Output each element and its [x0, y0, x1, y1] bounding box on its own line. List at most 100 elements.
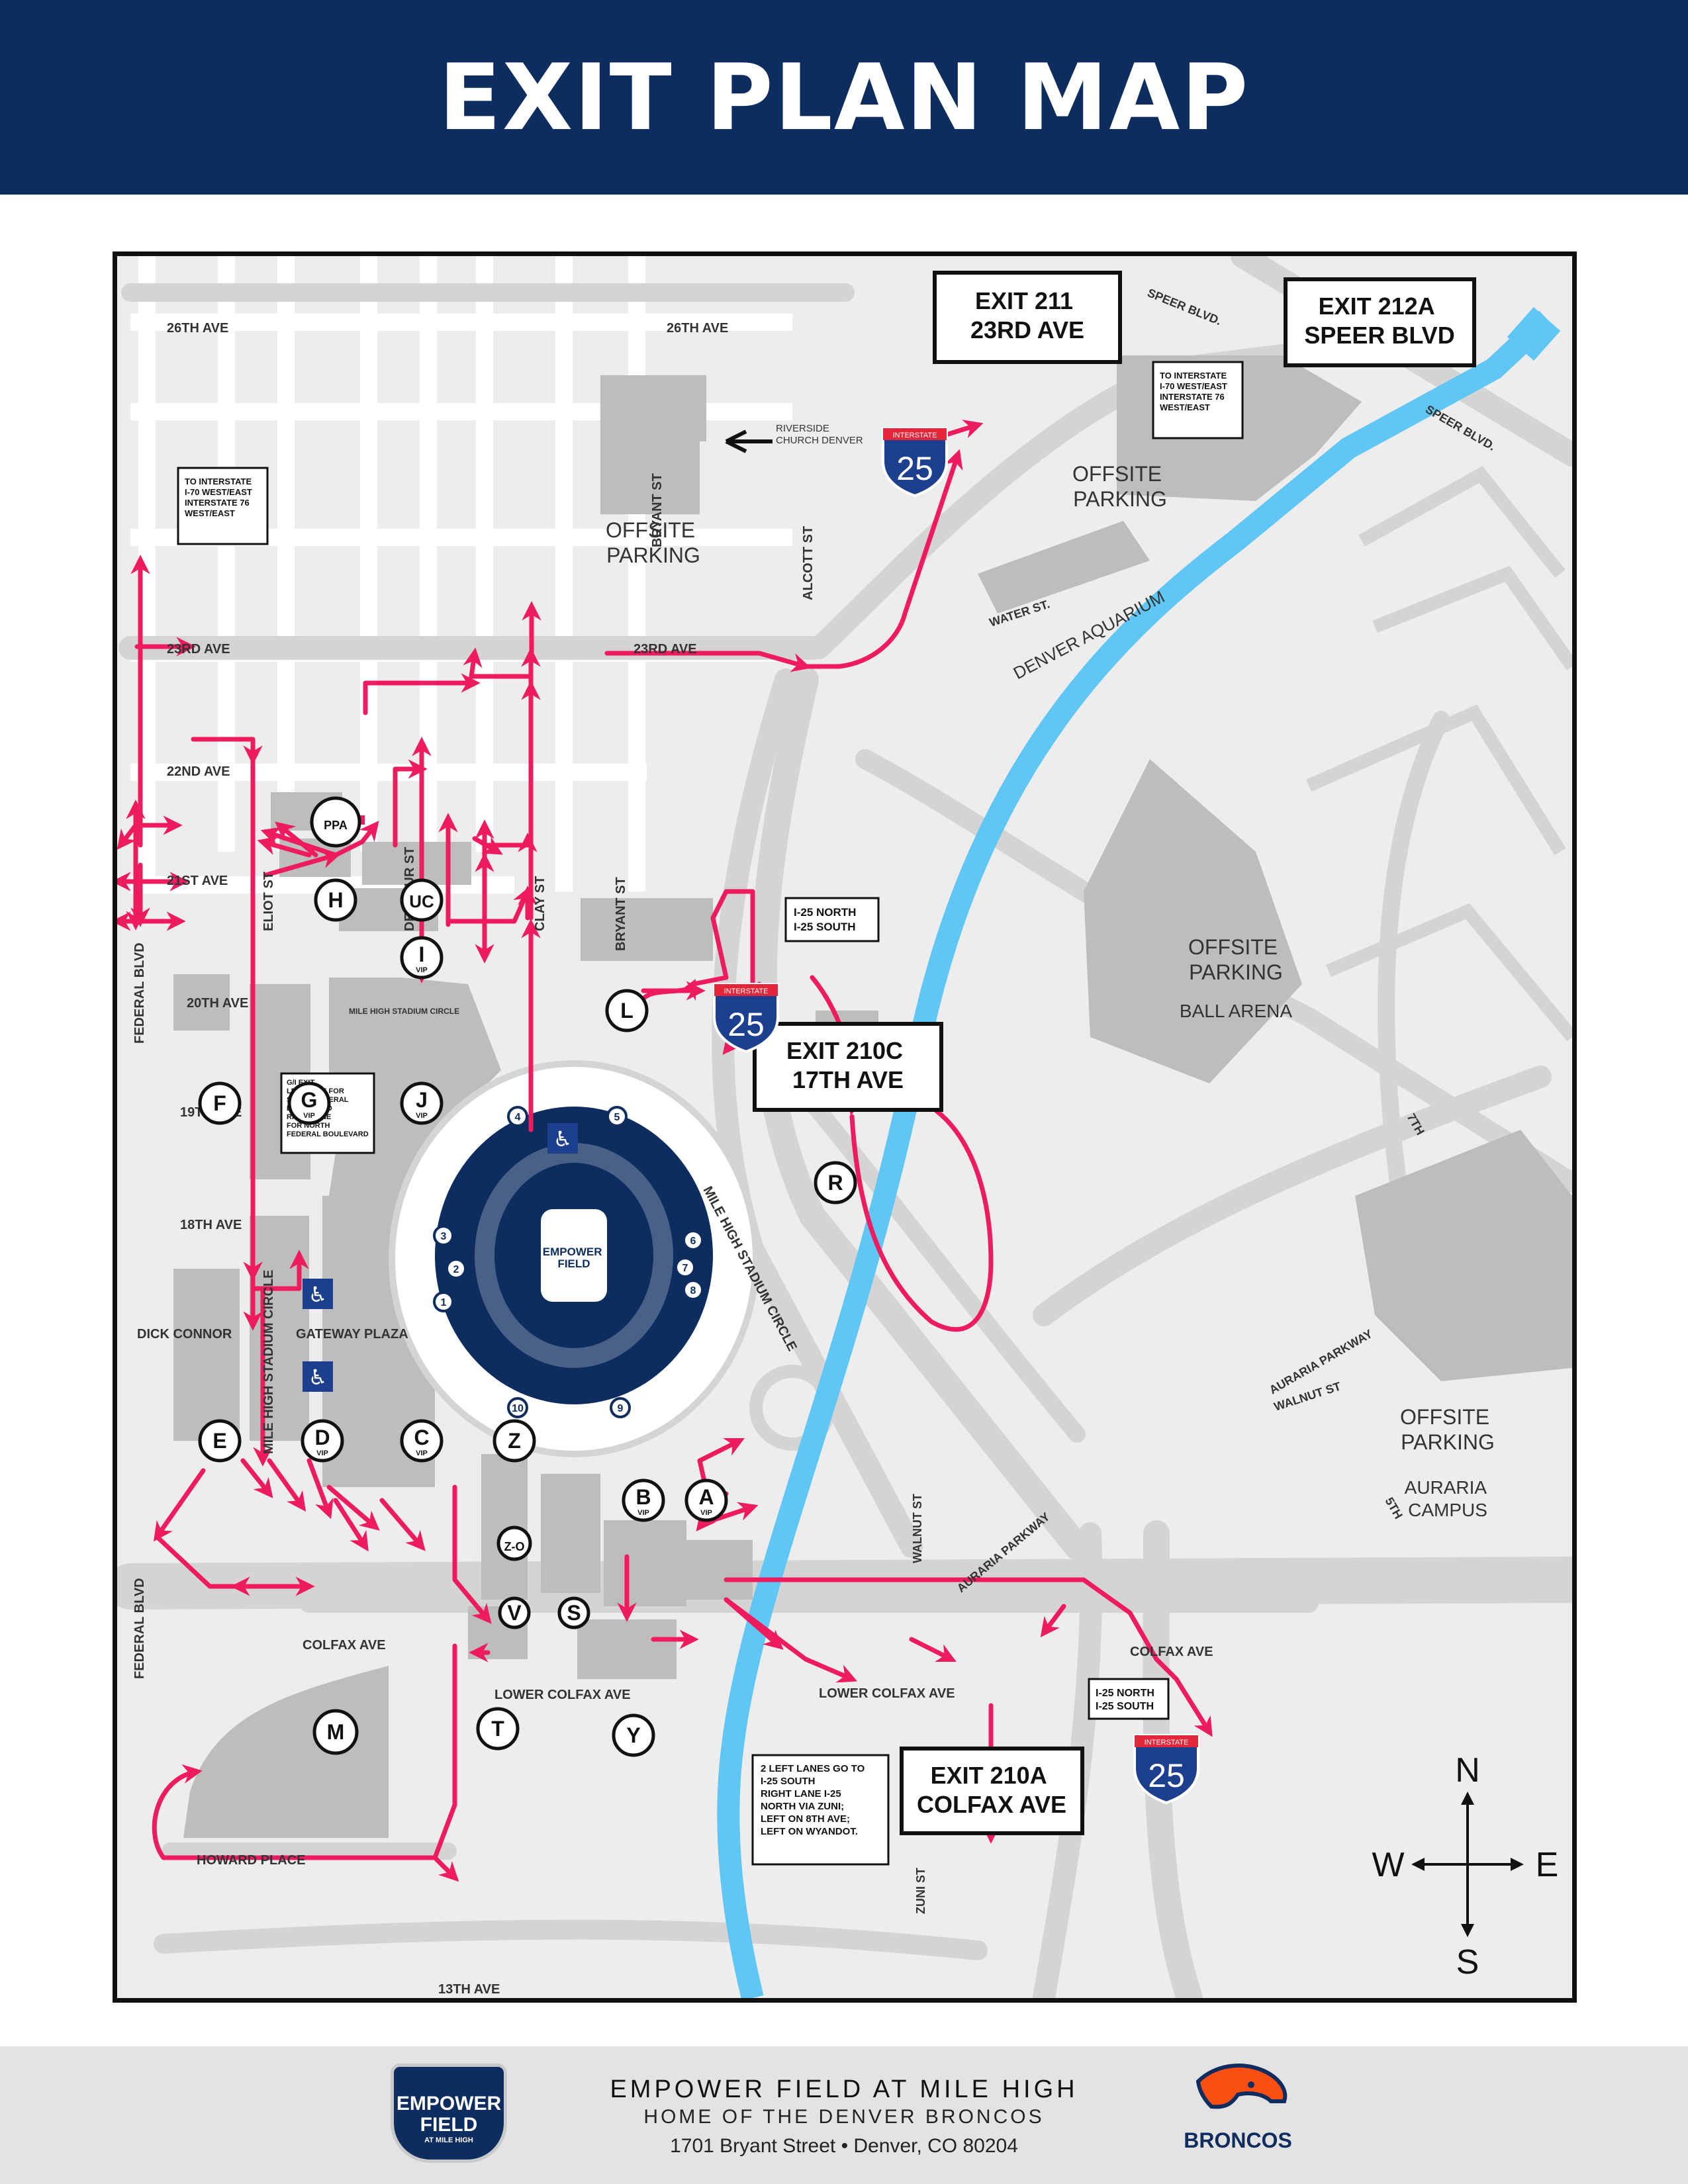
- lot-label: D: [314, 1426, 330, 1449]
- gate-label: 3: [441, 1231, 447, 1242]
- lot-e-marker: E: [198, 1419, 242, 1463]
- header-banner: EXIT PLAN MAP: [0, 0, 1688, 195]
- lot-v-marker: V: [498, 1596, 531, 1629]
- lot-zo-marker: Z-O: [496, 1525, 532, 1561]
- lot-s-marker: S: [557, 1596, 590, 1629]
- svg-text:♿: ♿: [553, 1126, 573, 1152]
- lot-label: B: [635, 1485, 651, 1509]
- label-5th-st: 5TH: [1383, 1495, 1405, 1521]
- svg-text:25: 25: [1148, 1757, 1185, 1794]
- lot-ppa-marker: PPA: [310, 796, 361, 848]
- lot-label: M: [327, 1720, 345, 1744]
- gate-label: 7: [682, 1263, 688, 1274]
- lot-r-marker: R: [814, 1161, 857, 1205]
- exit-211-label: EXIT 211 23RD AVE: [970, 287, 1084, 343]
- note-i25-mid: I-25 NORTH I-25 SOUTH: [794, 906, 859, 933]
- gate-5-marker: 5: [606, 1106, 628, 1127]
- lot-vip-badge: VIP: [416, 1449, 428, 1457]
- lot-label: F: [213, 1091, 226, 1115]
- gate-3-marker: 3: [433, 1225, 454, 1246]
- offsite-parking-aquarium: OFFSITE PARKING: [1072, 462, 1168, 511]
- lot-label: H: [328, 888, 343, 912]
- lot-label: V: [507, 1601, 522, 1625]
- svg-text:♿: ♿: [308, 1282, 328, 1307]
- exit-boxes: EXIT 211 23RD AVE EXIT 212A SPEER BLVD E…: [753, 271, 1476, 1835]
- footer-address: 1701 Bryant Street • Denver, CO 80204: [670, 2135, 1018, 2157]
- svg-text:25: 25: [727, 1006, 765, 1043]
- lot-h-marker: H: [314, 878, 357, 922]
- south-platte-river: [717, 310, 1555, 1998]
- label-26th-ave-west: 26TH AVE: [167, 321, 228, 336]
- lot-m-marker: M: [312, 1709, 359, 1755]
- label-22nd-ave: 22ND AVE: [167, 764, 230, 779]
- lot-uc-marker: UC: [400, 878, 444, 922]
- exit-212a-label: EXIT 212A SPEER BLVD: [1304, 293, 1454, 349]
- lot-vip-badge: VIP: [416, 966, 428, 974]
- lot-vip-badge: VIP: [303, 1112, 315, 1120]
- offsite-parking-ball-arena: OFFSITE PARKING: [1188, 935, 1284, 984]
- label-dick-connor: DICK CONNOR: [137, 1327, 232, 1342]
- gate-7-marker: 7: [675, 1257, 696, 1278]
- stadium-label: EMPOWER FIELD: [543, 1246, 605, 1270]
- wheelchair-icon: ♿: [547, 1123, 578, 1154]
- label-23rd-ave-east: 23RD AVE: [633, 642, 697, 657]
- interstate-shield-icon: INTERSTATE 25: [713, 983, 779, 1054]
- lot-vip-badge: VIP: [316, 1449, 328, 1457]
- lot-label: Y: [626, 1723, 640, 1747]
- label-colfax-ave-east: COLFAX AVE: [1130, 1645, 1213, 1659]
- label-26th-ave-east: 26TH AVE: [667, 321, 728, 336]
- compass-north: N: [1455, 1751, 1480, 1790]
- lot-t-marker: T: [476, 1707, 520, 1751]
- svg-text:INTERSTATE: INTERSTATE: [724, 987, 769, 995]
- gate-2-marker: 2: [445, 1258, 467, 1279]
- lot-label: PPA: [324, 819, 348, 832]
- svg-text:♿: ♿: [308, 1365, 328, 1390]
- lot-label: R: [827, 1171, 843, 1195]
- label-speer-blvd-1: SPEER BLVD.: [1146, 286, 1224, 328]
- label-20th-ave: 20TH AVE: [187, 996, 248, 1011]
- lot-l-marker: L: [605, 989, 649, 1032]
- lot-label: S: [567, 1601, 581, 1625]
- gate-label: 5: [614, 1112, 620, 1123]
- label-gateway-plaza: GATEWAY PLAZA: [296, 1327, 408, 1342]
- footer: [0, 2046, 1688, 2184]
- lot-label: G: [301, 1088, 318, 1112]
- compass-rose-icon: N S W E: [1372, 1751, 1558, 1981]
- gate-label: 6: [690, 1236, 696, 1247]
- gate-1-marker: 1: [433, 1291, 454, 1312]
- compass-west: W: [1372, 1846, 1404, 1884]
- lot-label: A: [698, 1485, 714, 1509]
- label-bryant-st-south: BRYANT ST: [614, 877, 628, 951]
- lot-label: I: [419, 942, 425, 966]
- compass-south: S: [1456, 1943, 1479, 1981]
- gate-9-marker: 9: [610, 1397, 631, 1418]
- label-colfax-ave-west: COLFAX AVE: [303, 1638, 386, 1653]
- label-21st-ave: 21ST AVE: [167, 874, 228, 888]
- label-federal-blvd-north: FEDERAL BLVD: [132, 942, 147, 1044]
- footer-tagline: HOME OF THE DENVER BRONCOS: [643, 2106, 1045, 2128]
- gate-label: 8: [690, 1285, 696, 1297]
- label-18th-ave: 18TH AVE: [180, 1218, 242, 1232]
- interstate-shield-icon: INTERSTATE 25: [1133, 1734, 1199, 1805]
- gate-label: 10: [512, 1403, 524, 1414]
- note-i25-se: I-25 NORTH I-25 SOUTH: [1096, 1688, 1157, 1712]
- offsite-parking-riverside: OFFSITE PARKING: [606, 518, 701, 567]
- lot-label: J: [416, 1088, 428, 1112]
- lot-vip-badge: VIP: [416, 1112, 428, 1120]
- lot-label: Z-O: [504, 1540, 525, 1553]
- lot-label: C: [414, 1426, 429, 1449]
- label-howard-place: HOWARD PLACE: [197, 1853, 305, 1868]
- stadium: EMPOWER FIELD: [389, 1060, 759, 1457]
- map-canvas: EMPOWER FIELD: [117, 256, 1572, 1998]
- broncos-logo: BRONCOS: [1184, 2064, 1292, 2152]
- label-federal-blvd-south: FEDERAL BLVD: [132, 1578, 147, 1679]
- svg-text:INTERSTATE: INTERSTATE: [1145, 1739, 1189, 1747]
- label-mhsc-loop: MILE HIGH STADIUM CIRCLE: [349, 1007, 459, 1016]
- label-clay-st: CLAY ST: [533, 876, 547, 931]
- note-interstate-ne: TO INTERSTATE I-70 WEST/EAST INTERSTATE …: [1160, 371, 1229, 412]
- gate-10-marker: 10: [507, 1397, 528, 1418]
